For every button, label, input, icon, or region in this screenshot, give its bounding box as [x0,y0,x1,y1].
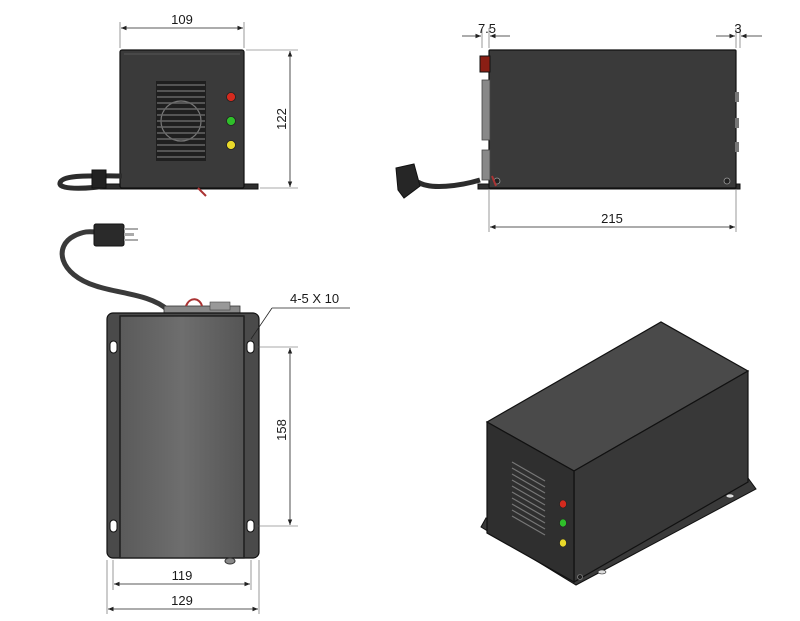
side-housing [488,49,737,189]
slot-callout-label: 4-5 X 10 [290,291,339,306]
side-screw-right [723,177,731,185]
yellow-indicator-led [226,140,236,150]
dim-outer-width: 129 [171,593,193,608]
mount-slot-tr [246,340,255,354]
front-cable-plug [91,169,107,189]
isometric-view [480,321,757,586]
top-power-cord [59,229,170,312]
dim-slot-spacing: 158 [274,419,289,441]
mount-slot-bl [109,519,118,533]
side-view: 7.5 3 215 [395,21,762,232]
dim-side-offset-left: 7.5 [478,21,496,36]
iso-red-led [559,499,567,509]
dim-inner-width: 119 [172,568,193,583]
front-view: 109 122 [57,12,298,197]
iso-green-led [559,518,567,528]
front-vent-grille [156,81,206,161]
mount-slot-br [246,519,255,533]
top-power-plug [93,223,125,247]
dim-front-width: 109 [171,12,193,27]
dim-side-length: 215 [601,211,623,226]
side-power-cable [416,177,481,189]
green-indicator-led [226,116,236,126]
front-wire [197,187,207,197]
dim-side-offset-right: 3 [734,21,741,36]
red-indicator-led [226,92,236,102]
iso-yellow-led [559,538,567,548]
top-housing [119,315,245,559]
top-view: 4-5 X 10 158 119 129 [59,223,350,614]
side-switch [479,55,491,73]
side-cable-plug [395,163,421,199]
iso-vent-grille [511,461,546,536]
mount-slot-tl [109,340,118,354]
dim-front-height: 122 [274,108,289,130]
